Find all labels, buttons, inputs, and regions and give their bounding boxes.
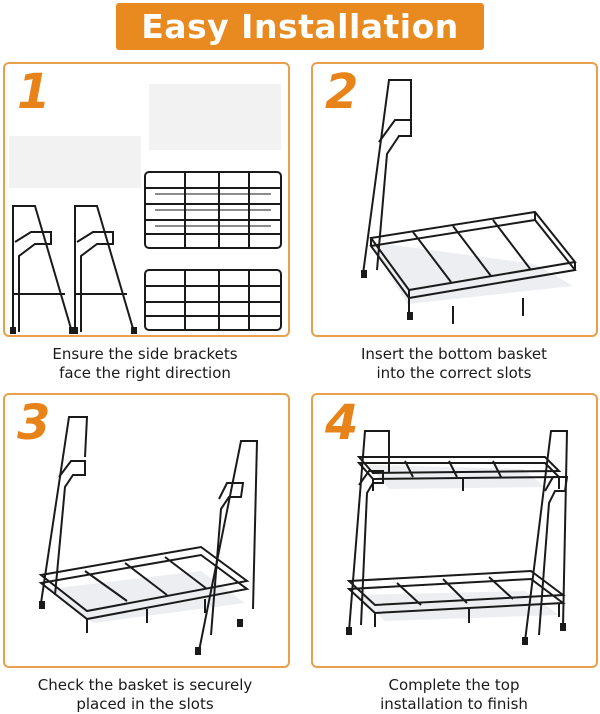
caption-line: Check the basket is securely	[37, 676, 253, 694]
step-4-number: 4	[325, 395, 359, 451]
both-brackets-illustration	[38, 416, 259, 655]
caption-line: placed in the slots	[76, 695, 214, 713]
step-1-caption: Ensure the side brackets face the right …	[0, 345, 295, 383]
step-3-caption: Check the basket is securely placed in t…	[0, 676, 295, 714]
banner-title: Easy Installation	[141, 7, 459, 46]
step-1-panel: 1	[3, 62, 290, 337]
step-2-caption: Insert the bottom basket into the correc…	[304, 345, 600, 383]
step-2-panel: 2	[311, 62, 598, 337]
step-2-number: 2	[325, 64, 359, 120]
step-3-number: 3	[17, 395, 51, 451]
caption-line: Ensure the side brackets	[52, 345, 238, 363]
step-4-caption: Complete the top installation to finish	[304, 676, 600, 714]
blank-label-area	[9, 136, 141, 188]
blank-label-area	[149, 84, 281, 150]
caption-line: into the correct slots	[376, 364, 532, 382]
completed-rack-illustration	[346, 430, 569, 645]
side-bracket-illustration	[10, 171, 282, 334]
step-4-panel: 4	[311, 393, 598, 668]
step-1-number: 1	[17, 64, 51, 120]
caption-line: Insert the bottom basket	[361, 345, 547, 363]
title-banner: Easy Installation	[116, 3, 484, 50]
caption-line: installation to finish	[380, 695, 528, 713]
caption-line: Complete the top	[388, 676, 520, 694]
step-3-panel: 3	[3, 393, 290, 668]
bottom-basket-illustration	[361, 79, 577, 324]
caption-line: face the right direction	[59, 364, 231, 382]
